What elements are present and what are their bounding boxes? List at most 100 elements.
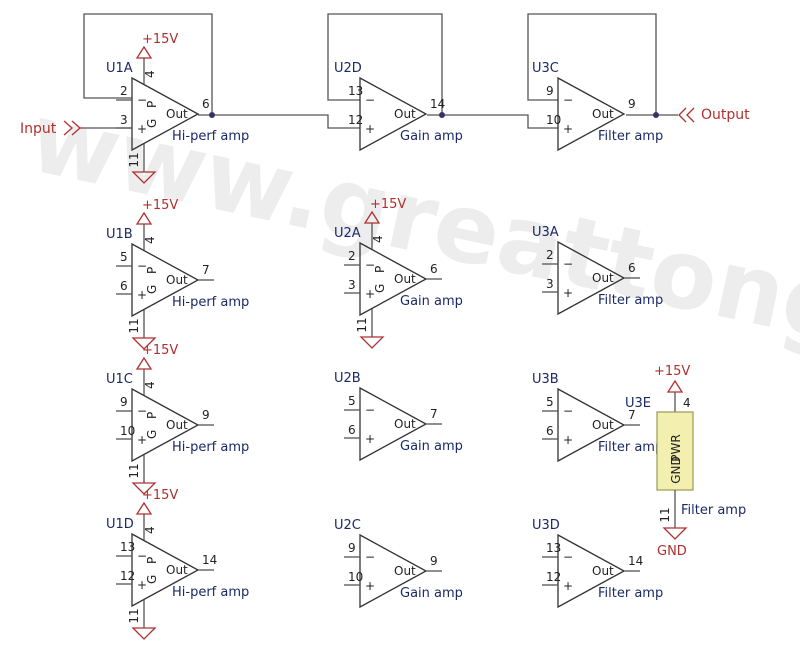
noninverting-pin-number: 3 <box>546 277 554 291</box>
wire-u2d-to-u3c <box>427 114 558 129</box>
vplus-label: +15V <box>370 197 406 212</box>
minus-symbol: − <box>563 550 573 564</box>
noninverting-pin-number: 6 <box>348 423 356 437</box>
vplus-pin-number: 4 <box>371 235 385 243</box>
amp-function-label: Hi-perf amp <box>172 440 249 455</box>
amp-function-label: Hi-perf amp <box>172 295 249 310</box>
noninverting-pin-number: 12 <box>348 113 363 127</box>
minus-symbol: − <box>137 259 147 273</box>
vplus-label: +15V <box>142 32 178 47</box>
opamp-triangle <box>557 76 626 152</box>
noninverting-pin-number: 3 <box>120 113 128 127</box>
opamp-triangle <box>131 242 200 318</box>
vplus-arrow-icon <box>363 210 381 224</box>
output-port: Output <box>678 107 750 123</box>
minus-symbol: − <box>137 93 147 107</box>
output-pin-number: 9 <box>430 554 438 568</box>
gnd-icon <box>131 482 157 495</box>
amp-function-label: Filter amp <box>598 440 663 455</box>
vplus-arrow-icon <box>135 45 153 59</box>
vplus-arrow-icon <box>135 211 153 225</box>
amp-function-label: Gain amp <box>400 439 463 454</box>
inverting-pin-number: 2 <box>546 248 554 262</box>
input-port-label: Input <box>20 121 57 137</box>
out-label: Out <box>592 418 614 432</box>
plus-symbol: + <box>563 286 573 300</box>
junction-dot <box>653 112 659 118</box>
noninverting-pin-number: 12 <box>120 569 135 583</box>
vplus-label: +15V <box>142 343 178 358</box>
p-pin-symbol: P <box>145 267 159 274</box>
vplus-pin-number: 4 <box>143 70 157 78</box>
ref-designator: U1D <box>106 517 134 532</box>
wire-u2d-feedback <box>327 13 443 115</box>
ref-designator: U3A <box>532 225 559 240</box>
output-port-arrow-icon <box>678 107 695 123</box>
input-port: Input <box>20 120 84 137</box>
ref-designator: U2B <box>334 371 361 386</box>
inverting-pin-number: 13 <box>546 541 561 555</box>
opamp-triangle <box>359 76 428 152</box>
ref-designator: U2A <box>334 226 361 241</box>
vplus-label: +15V <box>142 198 178 213</box>
inverting-pin-number: 5 <box>348 394 356 408</box>
minus-symbol: − <box>563 404 573 418</box>
gnd-pin-number: 11 <box>355 317 369 332</box>
input-port-arrow-icon <box>63 120 84 136</box>
out-label: Out <box>394 417 416 431</box>
junction-dot <box>439 112 445 118</box>
g-pin-symbol: G <box>145 119 159 128</box>
output-pin-number: 14 <box>628 554 643 568</box>
plus-symbol: + <box>365 122 375 136</box>
vplus-label: +15V <box>142 488 178 503</box>
plus-symbol: + <box>137 578 147 592</box>
g-pin-symbol: G <box>145 285 159 294</box>
out-label: Out <box>592 564 614 578</box>
noninverting-pin-number: 6 <box>546 424 554 438</box>
inverting-pin-number: 9 <box>120 395 128 409</box>
amp-function-label: Gain amp <box>400 586 463 601</box>
output-pin-number: 6 <box>430 262 438 276</box>
u3e-gnd-label: GND <box>657 544 687 559</box>
inverting-pin-number: 5 <box>120 250 128 264</box>
out-label: Out <box>592 107 614 121</box>
p-pin-symbol: P <box>145 557 159 564</box>
u3e-power-unit: +15V 4 U3E PWR GND 11 Filter amp GND <box>625 364 746 559</box>
output-pin-number: 7 <box>628 408 636 422</box>
opamp-triangle <box>359 386 428 462</box>
minus-symbol: − <box>137 549 147 563</box>
noninverting-pin-number: 12 <box>546 570 561 584</box>
inverting-pin-number: 13 <box>348 84 363 98</box>
plus-symbol: + <box>137 122 147 136</box>
u3e-vplus-arrow-icon <box>666 379 684 393</box>
out-label: Out <box>166 273 188 287</box>
noninverting-pin-number: 10 <box>348 570 363 584</box>
vplus-pin-number: 4 <box>143 381 157 389</box>
output-pin-number: 9 <box>628 97 636 111</box>
out-label: Out <box>394 107 416 121</box>
plus-symbol: + <box>563 579 573 593</box>
minus-symbol: − <box>365 403 375 417</box>
gnd-pin-number: 11 <box>127 608 141 623</box>
u3e-vplus-label: +15V <box>654 364 690 379</box>
p-pin-symbol: P <box>373 266 387 273</box>
gnd-icon <box>131 627 157 640</box>
ref-designator: U2C <box>334 518 361 533</box>
out-label: Out <box>166 563 188 577</box>
out-label: Out <box>592 271 614 285</box>
opamp-triangle <box>359 533 428 609</box>
noninverting-pin-number: 10 <box>120 424 135 438</box>
out-label: Out <box>394 272 416 286</box>
opamp-triangle <box>131 532 200 608</box>
ref-designator: U3B <box>532 372 559 387</box>
vplus-arrow-icon <box>135 501 153 515</box>
p-pin-symbol: P <box>145 101 159 108</box>
